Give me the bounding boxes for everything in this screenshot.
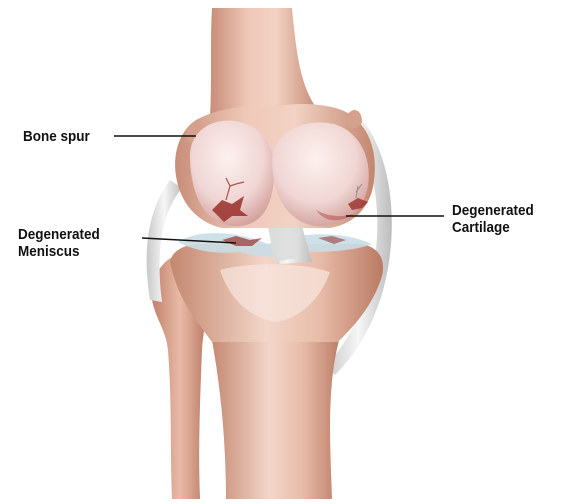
degenerated-cartilage-label-line-1: Degenerated xyxy=(452,202,534,219)
degenerated-meniscus-label: Degenerated Meniscus xyxy=(18,226,100,260)
bone-spur-label: Bone spur xyxy=(23,128,90,145)
degenerated-meniscus-label-line-1: Degenerated xyxy=(18,226,100,243)
femur-shaft xyxy=(210,8,320,118)
degenerated-cartilage-label-line-2: Cartilage xyxy=(452,219,534,236)
bone-spur-2 xyxy=(346,110,362,128)
degenerated-meniscus-label-line-2: Meniscus xyxy=(18,243,100,260)
degenerated-cartilage-label: Degenerated Cartilage xyxy=(452,202,534,236)
tibia-shaft xyxy=(210,330,342,499)
